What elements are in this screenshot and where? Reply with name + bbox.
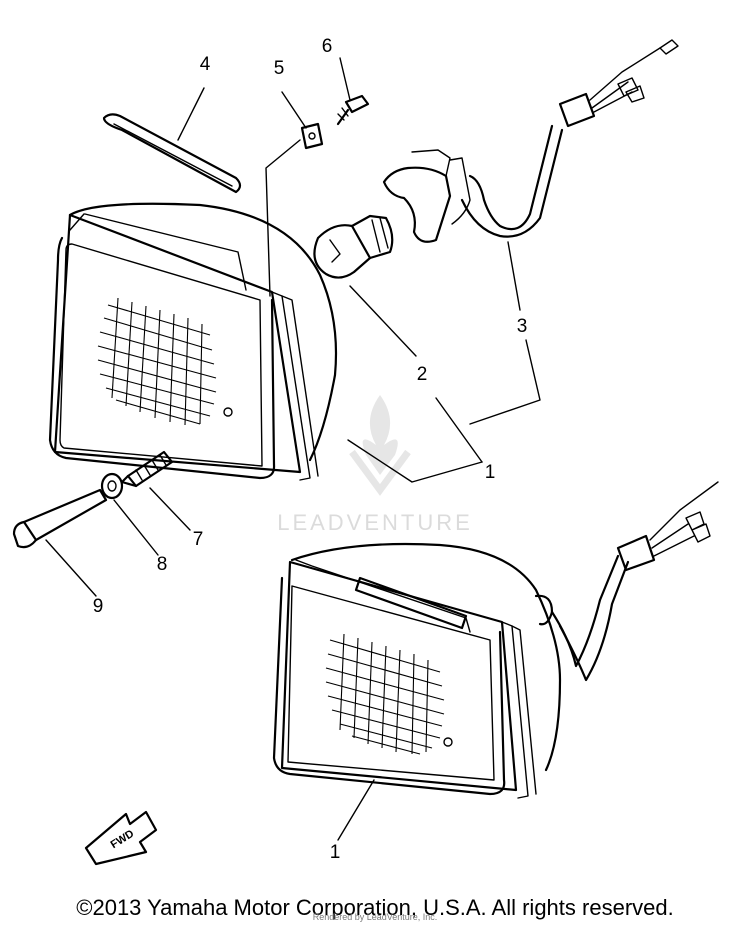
leader-lines [45,57,541,841]
callout-6: 6 [322,36,333,57]
callout-2: 2 [417,364,428,385]
part-2-bulb [313,214,394,279]
callout-7: 7 [193,529,204,550]
part-5-clip [300,122,324,150]
callout-4: 4 [200,54,211,75]
headlight-lower [272,481,719,799]
watermark: LEADVENTURE [277,395,473,535]
callout-3: 3 [517,316,528,337]
watermark-text: LEADVENTURE [277,510,473,535]
part-3-socket-harness [382,39,679,243]
fwd-label: FWD [109,828,137,851]
callout-1-lower: 1 [330,842,341,863]
callout-5: 5 [274,58,285,79]
lens-grid-lower [325,633,445,755]
fwd-arrow-icon: FWD [84,810,158,866]
part-9-bolt [12,488,108,549]
rendered-by-notice: Rendered by LeadVenture, Inc. [312,912,438,922]
part-8-washer [100,472,124,500]
headlight-upper [48,202,338,481]
callout-9: 9 [93,596,104,617]
callout-1-upper: 1 [485,462,496,483]
lens-grid-upper [97,297,217,426]
part-6-screw [336,94,370,126]
part-4-trim-strip [102,113,242,194]
copyright-notice: ©2013 Yamaha Motor Corporation, U.S.A. A… [76,895,674,920]
callout-8: 8 [157,554,168,575]
